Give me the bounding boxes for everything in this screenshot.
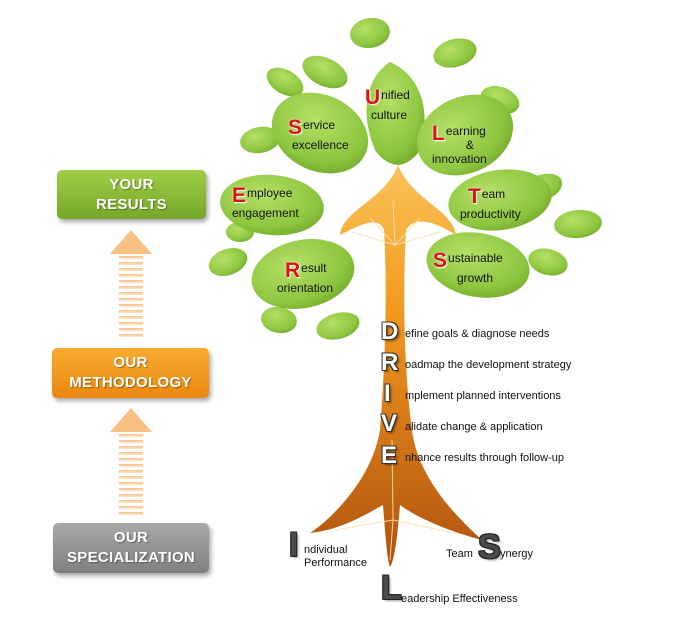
drive-step-roadmap: oadmap the development strategy (405, 359, 572, 371)
label-text: excellence (292, 138, 349, 152)
drive-step-validate: alidate change & application (405, 421, 543, 433)
accent-letter: R (285, 259, 301, 282)
label-text: orientation (277, 281, 334, 295)
root-individual-performance: ndividual Performance (304, 544, 367, 570)
root-text-line: ndividual (304, 544, 348, 556)
tree-trunk (310, 165, 482, 567)
label-text: eam (481, 187, 506, 201)
leaf-sustainable (426, 232, 530, 298)
up-arrow-upper (110, 230, 152, 337)
root-synergy: ynergy (500, 548, 534, 560)
our-methodology-box: OUR METHODOLOGY (52, 348, 209, 398)
drive-letter-v: V (381, 410, 398, 437)
drive-step-define: efine goals & diagnose needs (405, 328, 550, 340)
label-text: innovation (432, 152, 487, 166)
root-letter-l: L (381, 569, 402, 607)
root-team-prefix: Team (446, 548, 473, 560)
accent-letter: U (365, 86, 381, 109)
root-letter-s: S (478, 528, 501, 566)
our-specialization-line2: SPECIALIZATION (66, 549, 196, 566)
leaf-service (271, 92, 369, 174)
label-text: engagement (232, 206, 299, 220)
accent-letter: L (432, 122, 445, 145)
label-text: mployee (247, 186, 293, 200)
your-results-line1: YOUR (109, 175, 154, 193)
leaf-team (448, 169, 552, 231)
accent-letter: E (232, 184, 247, 207)
drive-step-enhance: nhance results through follow-up (405, 452, 564, 464)
drive-letter-i: I (384, 380, 391, 407)
label-text: earning (445, 124, 486, 138)
leaf-unified (366, 62, 425, 165)
label-text: ustainable (448, 251, 503, 265)
root-text-line: Performance (304, 557, 367, 569)
label-text: culture (371, 108, 408, 122)
drive-letter-d: D (381, 318, 399, 345)
leaf-employee (220, 174, 324, 236)
your-results-box: YOUR RESULTS (57, 170, 206, 219)
label-text: productivity (460, 207, 521, 221)
our-specialization-line1: OUR (113, 529, 149, 546)
our-methodology-line2: METHODOLOGY (69, 374, 192, 391)
up-arrow-lower (110, 408, 152, 515)
label-text: ervice (303, 118, 336, 132)
accent-letter: T (468, 185, 481, 208)
our-methodology-line1: OUR (113, 354, 148, 371)
drive-letter-e: E (381, 442, 398, 469)
drive-letter-r: R (381, 349, 399, 376)
label-text: nified (381, 88, 410, 102)
your-results-line2: RESULTS (96, 195, 167, 213)
drive-step-implement: mplement planned interventions (405, 390, 561, 402)
root-leadership-effectiveness: eadership Effectiveness (401, 593, 518, 605)
accent-letter: S (288, 116, 303, 139)
label-text: growth (457, 271, 494, 285)
root-letter-i: I (289, 526, 299, 564)
our-specialization-box: OUR SPECIALIZATION (53, 523, 209, 573)
label-text: esult (301, 261, 327, 275)
leaf-learning (416, 94, 514, 176)
accent-letter: S (433, 249, 448, 272)
leaf-result (251, 239, 355, 309)
label-text: & (465, 138, 474, 152)
